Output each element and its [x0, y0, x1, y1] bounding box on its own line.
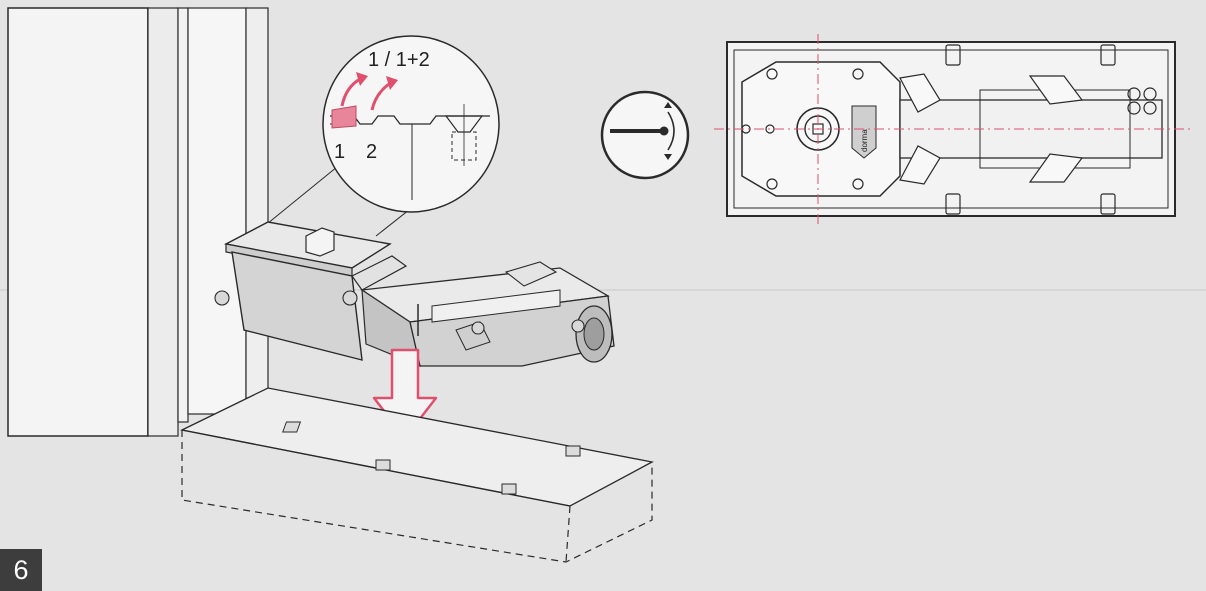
detail-callout: 1 / 1+2 1 2 — [322, 35, 500, 213]
callout-label-left: 1 — [334, 141, 345, 163]
callout-label-top: 1 / 1+2 — [368, 49, 430, 71]
callout-leader-left — [261, 157, 349, 229]
door-frame — [7, 7, 269, 437]
callout-label-right: 2 — [366, 141, 377, 163]
rotation-adjust-icon — [600, 90, 690, 180]
brand-mark: dorma — [860, 129, 869, 152]
floor-box — [179, 387, 654, 563]
top-view-drawing: dorma — [714, 34, 1190, 224]
floor-spring-unit — [214, 221, 615, 367]
step-number-badge: 6 — [0, 549, 42, 591]
